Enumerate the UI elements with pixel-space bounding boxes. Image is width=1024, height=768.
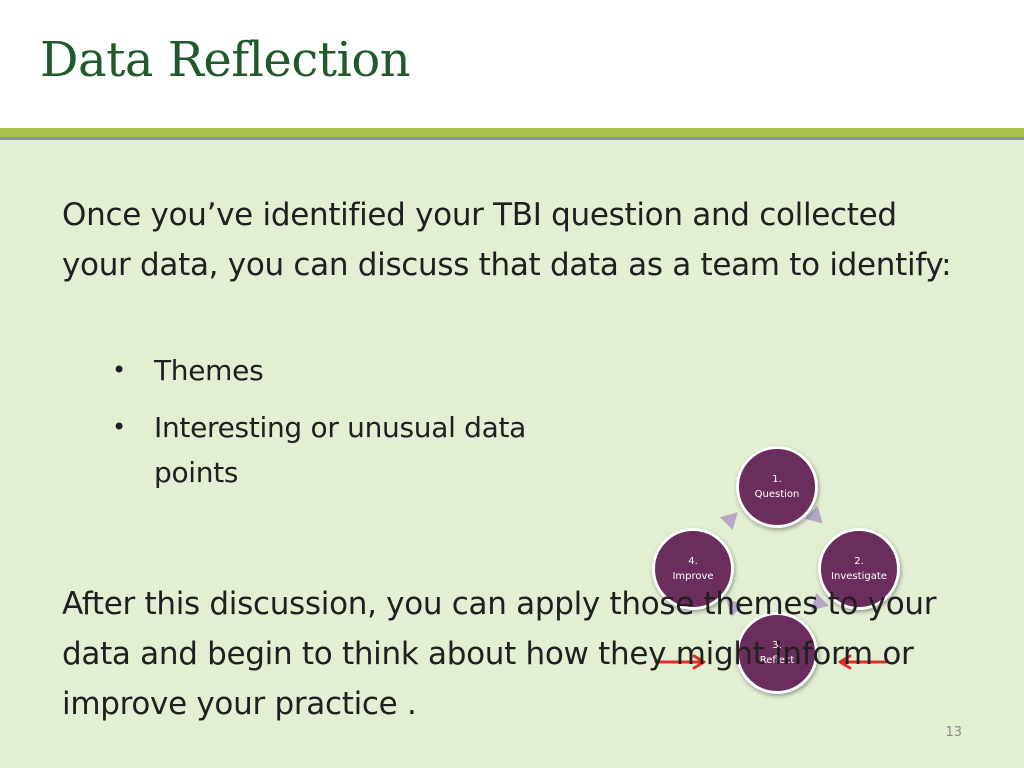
bullet-text: Themes — [154, 354, 264, 387]
cycle-node-label: Reflect — [759, 655, 795, 666]
slide-content: Once you’ve identified your TBI question… — [0, 140, 1024, 768]
title-area: Data Reflection — [0, 0, 1024, 128]
closing-paragraph: After this discussion, you can apply tho… — [62, 586, 937, 722]
intro-paragraph: Once you’ve identified your TBI question… — [62, 197, 952, 283]
bullet-item: • Interesting or unusual data points — [112, 405, 554, 495]
bullet-text: Interesting or unusual data points — [154, 411, 527, 489]
highlight-arrow-right-icon — [654, 654, 706, 670]
accent-bar — [0, 128, 1024, 137]
bullet-dot: • — [112, 413, 126, 441]
cycle-node-question: 1. Question — [736, 446, 818, 528]
cycle-node-investigate: 2. Investigate — [818, 528, 900, 610]
cycle-node-number: 2. — [854, 556, 864, 567]
bullet-list: • Themes • Interesting or unusual data p… — [112, 348, 554, 507]
cycle-node-improve: 4. Improve — [652, 528, 734, 610]
tbi-cycle-diagram: 1. Question 2. Investigate 3. Reflect 4.… — [640, 436, 910, 698]
accent-divider — [0, 137, 1024, 140]
highlight-arrow-left-icon — [838, 654, 888, 670]
cycle-node-label: Investigate — [831, 571, 887, 582]
cycle-node-number: 1. — [772, 474, 782, 485]
cycle-node-label: Question — [754, 489, 800, 500]
page-number: 13 — [945, 725, 962, 740]
cycle-arrow-icon — [719, 505, 745, 531]
cycle-node-reflect: 3. Reflect — [736, 612, 818, 694]
cycle-node-number: 3. — [772, 640, 782, 651]
cycle-node-number: 4. — [688, 556, 698, 567]
cycle-node-label: Improve — [672, 571, 714, 582]
bullet-dot: • — [112, 356, 126, 384]
slide-title: Data Reflection — [40, 32, 411, 88]
bullet-item: • Themes — [112, 348, 554, 393]
